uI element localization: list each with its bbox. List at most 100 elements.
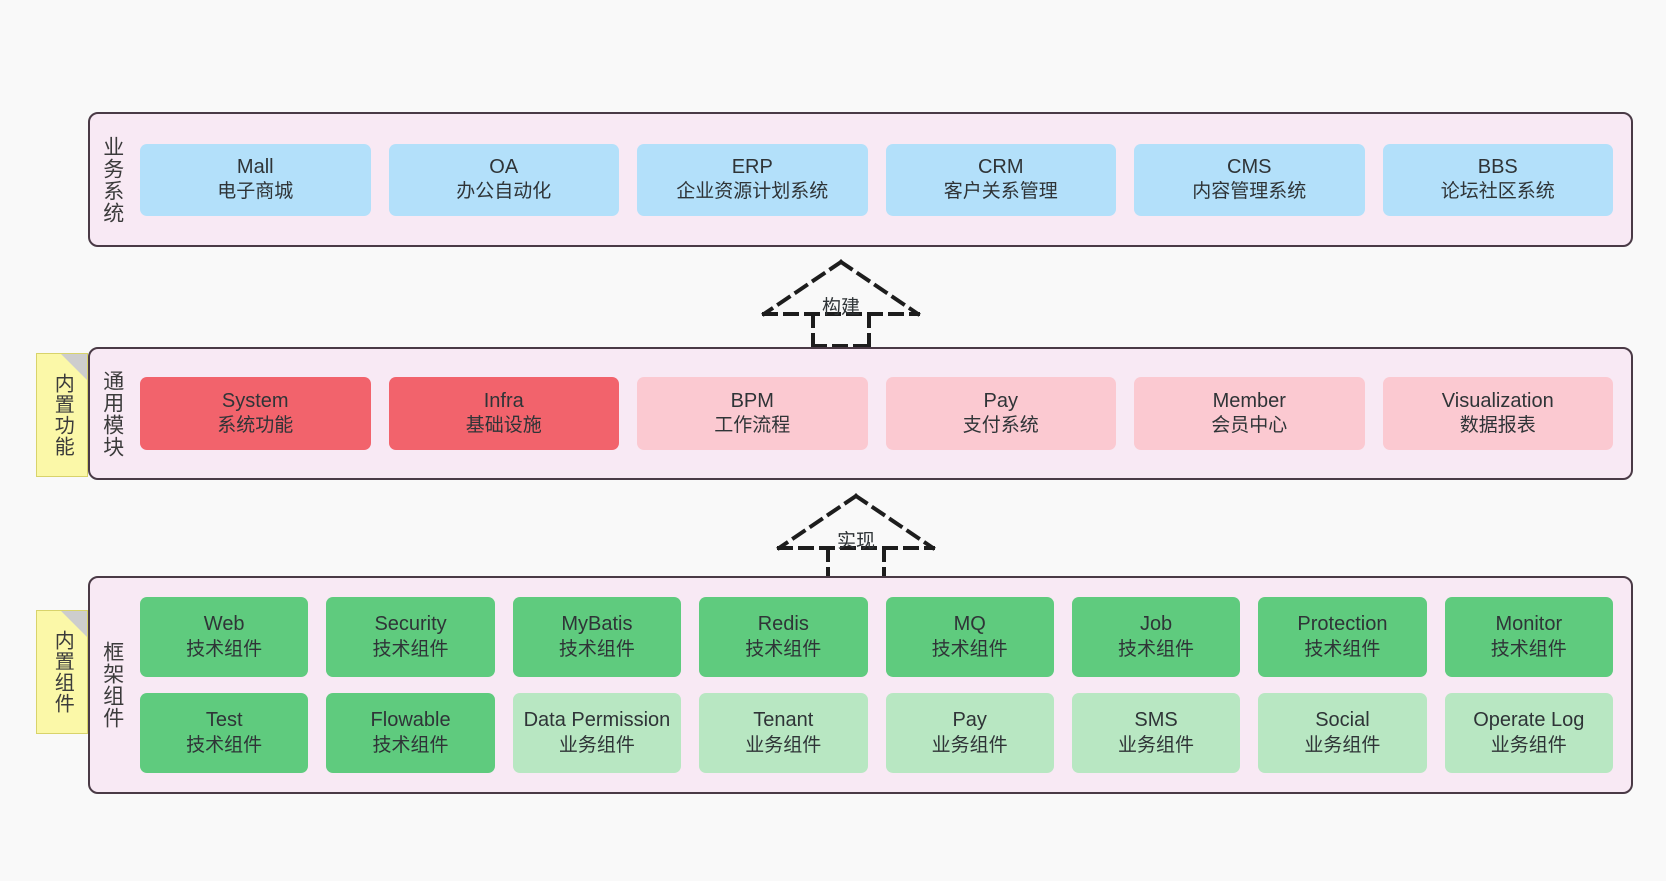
connector-label-build: 构建 [821,297,861,318]
node-title: BPM [730,389,774,412]
node-oa[interactable]: OA 办公自动化 [388,143,619,216]
node-title: Redis [757,613,809,636]
node-redis[interactable]: Redis 技术组件 [699,597,868,677]
node-title: Infra [483,389,524,412]
sticky-note-label: 内置组件 [51,630,74,714]
node-tenant[interactable]: Tenant 业务组件 [699,693,868,773]
node-title: Visualization [1441,389,1554,412]
node-operate-log[interactable]: Operate Log 业务组件 [1444,693,1613,773]
node-subtitle: 业务组件 [1304,734,1381,756]
node-social[interactable]: Social 业务组件 [1258,693,1427,773]
node-web[interactable]: Web 技术组件 [140,597,309,677]
layer-label-framework-components: 框架组件 [100,641,124,729]
node-row: Web 技术组件 Security 技术组件 MyBatis 技术组件 Redi… [140,597,1613,677]
node-subtitle: 电子商城 [217,181,294,203]
node-row: System 系统功能 Infra 基础设施 BPM 工作流程 Pay 支付系统… [140,377,1613,450]
node-title: Protection [1297,613,1388,636]
node-title: Security [374,613,447,636]
sticky-note-builtin-features: 内置功能 [36,353,88,477]
node-title: Data Permission [523,709,671,732]
layer-common-modules: 通用模块 System 系统功能 Infra 基础设施 BPM 工作流程 Pay… [88,347,1633,480]
node-title: MQ [953,613,986,636]
node-security[interactable]: Security 技术组件 [326,597,495,677]
node-subtitle: 会员中心 [1211,415,1288,437]
node-subtitle: 技术组件 [186,638,263,660]
node-title: OA [489,155,519,178]
layer-body-framework-components: Web 技术组件 Security 技术组件 MyBatis 技术组件 Redi… [134,578,1631,792]
node-bbs[interactable]: BBS 论坛社区系统 [1382,143,1613,216]
node-subtitle: 技术组件 [558,638,635,660]
node-data-permission[interactable]: Data Permission 业务组件 [512,693,682,773]
node-title: Pay [983,389,1018,412]
node-test[interactable]: Test 技术组件 [140,693,309,773]
node-mybatis[interactable]: MyBatis 技术组件 [512,597,682,677]
node-title: Flowable [370,709,451,732]
node-sms[interactable]: SMS 业务组件 [1071,693,1241,773]
sticky-note-label: 内置功能 [51,373,74,457]
node-cms[interactable]: CMS 内容管理系统 [1134,143,1365,216]
node-visualization[interactable]: Visualization 数据报表 [1382,377,1613,450]
node-title: Social [1315,709,1370,732]
node-title: CRM [977,155,1024,178]
node-subtitle: 业务组件 [745,734,822,756]
node-title: Monitor [1495,613,1563,636]
node-title: MyBatis [561,613,633,636]
node-title: Job [1139,613,1173,636]
layer-business-systems: 业务系统 Mall 电子商城 OA 办公自动化 ERP 企业资源计划系统 CRM… [88,112,1633,247]
node-subtitle: 技术组件 [1304,638,1381,660]
node-subtitle: 业务组件 [931,734,1008,756]
node-mq[interactable]: MQ 技术组件 [885,597,1054,677]
node-subtitle: 论坛社区系统 [1440,181,1555,203]
node-title: SMS [1134,709,1178,732]
node-subtitle: 业务组件 [558,734,635,756]
node-pay-component[interactable]: Pay 业务组件 [885,693,1054,773]
connector-realize: 实现 [771,490,941,582]
node-subtitle: 基础设施 [465,415,542,437]
node-subtitle: 支付系统 [962,415,1039,437]
node-flowable[interactable]: Flowable 技术组件 [326,693,495,773]
node-system[interactable]: System 系统功能 [140,377,371,450]
node-crm[interactable]: CRM 客户关系管理 [885,143,1116,216]
node-title: BBS [1477,155,1518,178]
connector-label-realize: 实现 [836,531,876,552]
node-member[interactable]: Member 会员中心 [1134,377,1365,450]
node-subtitle: 业务组件 [1118,734,1195,756]
node-subtitle: 技术组件 [1118,638,1195,660]
sticky-note-builtin-components: 内置组件 [36,610,88,734]
node-subtitle: 数据报表 [1459,415,1536,437]
node-subtitle: 技术组件 [931,638,1008,660]
layer-label-common-modules: 通用模块 [100,369,124,458]
node-title: Operate Log [1473,709,1585,732]
node-protection[interactable]: Protection 技术组件 [1258,597,1427,677]
node-subtitle: 工作流程 [714,415,791,437]
layer-framework-components: 框架组件 Web 技术组件 Security 技术组件 MyBatis 技术组件… [88,576,1633,794]
node-row: Mall 电子商城 OA 办公自动化 ERP 企业资源计划系统 CRM 客户关系… [140,143,1613,216]
layer-body-business-systems: Mall 电子商城 OA 办公自动化 ERP 企业资源计划系统 CRM 客户关系… [134,114,1631,245]
node-title: Member [1212,389,1286,412]
node-title: Web [203,613,245,636]
node-title: Mall [236,155,274,178]
node-mall[interactable]: Mall 电子商城 [140,143,371,216]
node-title: System [221,389,289,412]
node-title: Tenant [753,709,814,732]
node-monitor[interactable]: Monitor 技术组件 [1444,597,1613,677]
node-row: Test 技术组件 Flowable 技术组件 Data Permission … [140,693,1613,773]
node-subtitle: 技术组件 [372,638,449,660]
node-bpm[interactable]: BPM 工作流程 [637,377,868,450]
node-infra[interactable]: Infra 基础设施 [388,377,619,450]
node-subtitle: 系统功能 [217,415,294,437]
node-subtitle: 办公自动化 [456,181,552,203]
node-subtitle: 技术组件 [1490,638,1567,660]
node-job[interactable]: Job 技术组件 [1071,597,1241,677]
layer-label-business-systems: 业务系统 [100,135,124,224]
node-subtitle: 企业资源计划系统 [676,181,829,203]
node-erp[interactable]: ERP 企业资源计划系统 [637,143,868,216]
node-subtitle: 内容管理系统 [1192,181,1307,203]
node-pay-module[interactable]: Pay 支付系统 [885,377,1116,450]
node-title: ERP [731,155,773,178]
node-subtitle: 技术组件 [186,734,263,756]
node-subtitle: 业务组件 [1490,734,1567,756]
node-subtitle: 技术组件 [745,638,822,660]
node-subtitle: 技术组件 [372,734,449,756]
connector-build: 构建 [756,256,926,348]
